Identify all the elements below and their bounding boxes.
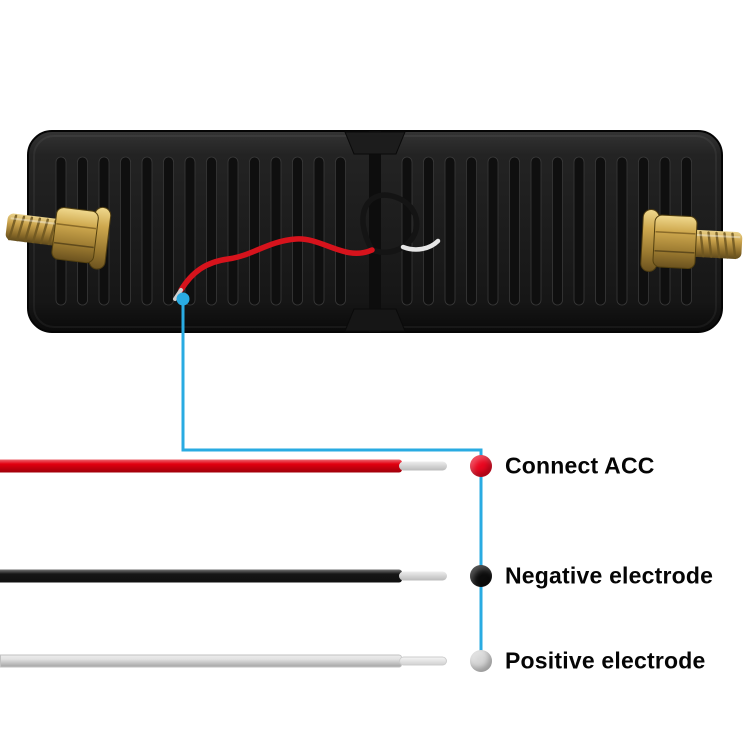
housing-rib [573,156,585,306]
negative-wire-bar [0,569,447,583]
housing-rib [595,156,606,306]
red-wire [178,236,375,293]
housing-rib [423,156,434,306]
housing-center-seam [369,131,381,332]
acc-wire-stripped-tip [399,461,447,471]
center-wires [173,192,441,301]
housing-rib [530,156,542,306]
housing-rib [227,156,239,306]
left-bolt-nut [51,207,99,264]
callout-dot [176,292,190,306]
housing-rib [313,156,325,306]
acc-wire [0,459,402,473]
negative-dot-icon [470,565,492,587]
housing-rib [292,156,303,306]
positive-label: Positive electrode [505,647,706,674]
housing-rib [466,156,477,306]
housing-rib [616,156,628,306]
negative-wire [0,569,402,583]
housing-rib [184,156,196,306]
wire-callout [176,292,483,661]
negative-wire-stripped-tip [399,571,447,581]
callout-line [181,299,483,661]
left-mounting-bolt [5,206,112,270]
positive-wire-bar [0,654,447,668]
housing-bottom-tab [344,308,406,332]
housing-rib [163,156,174,306]
housing-top-tab [344,131,406,155]
housing-rib [141,156,153,306]
acc-label: Connect ACC [505,452,655,479]
right-mounting-bolt [640,209,743,272]
housing-rib [120,156,131,306]
housing-rib [487,156,499,306]
housing-rib [270,156,282,306]
acc-dot-icon [470,455,492,477]
housing-rib [509,156,520,306]
positive-dot-icon [470,650,492,672]
right-bolt-nut [652,214,698,269]
light-housing [27,130,723,333]
housing-rib [401,156,413,306]
positive-wire-stripped-tip [399,656,447,666]
acc-wire-bar [0,459,447,473]
red-wire-tip [173,288,183,301]
housing-rib [552,156,563,306]
housing-rib [444,156,456,306]
housing-rib [206,156,217,306]
white-wire-end [400,238,441,252]
housing-rib [249,156,260,306]
black-wire-loop [360,192,420,255]
negative-label: Negative electrode [505,562,714,589]
positive-wire [0,654,402,668]
housing-rib [335,156,346,306]
housing-ribs [55,156,692,306]
